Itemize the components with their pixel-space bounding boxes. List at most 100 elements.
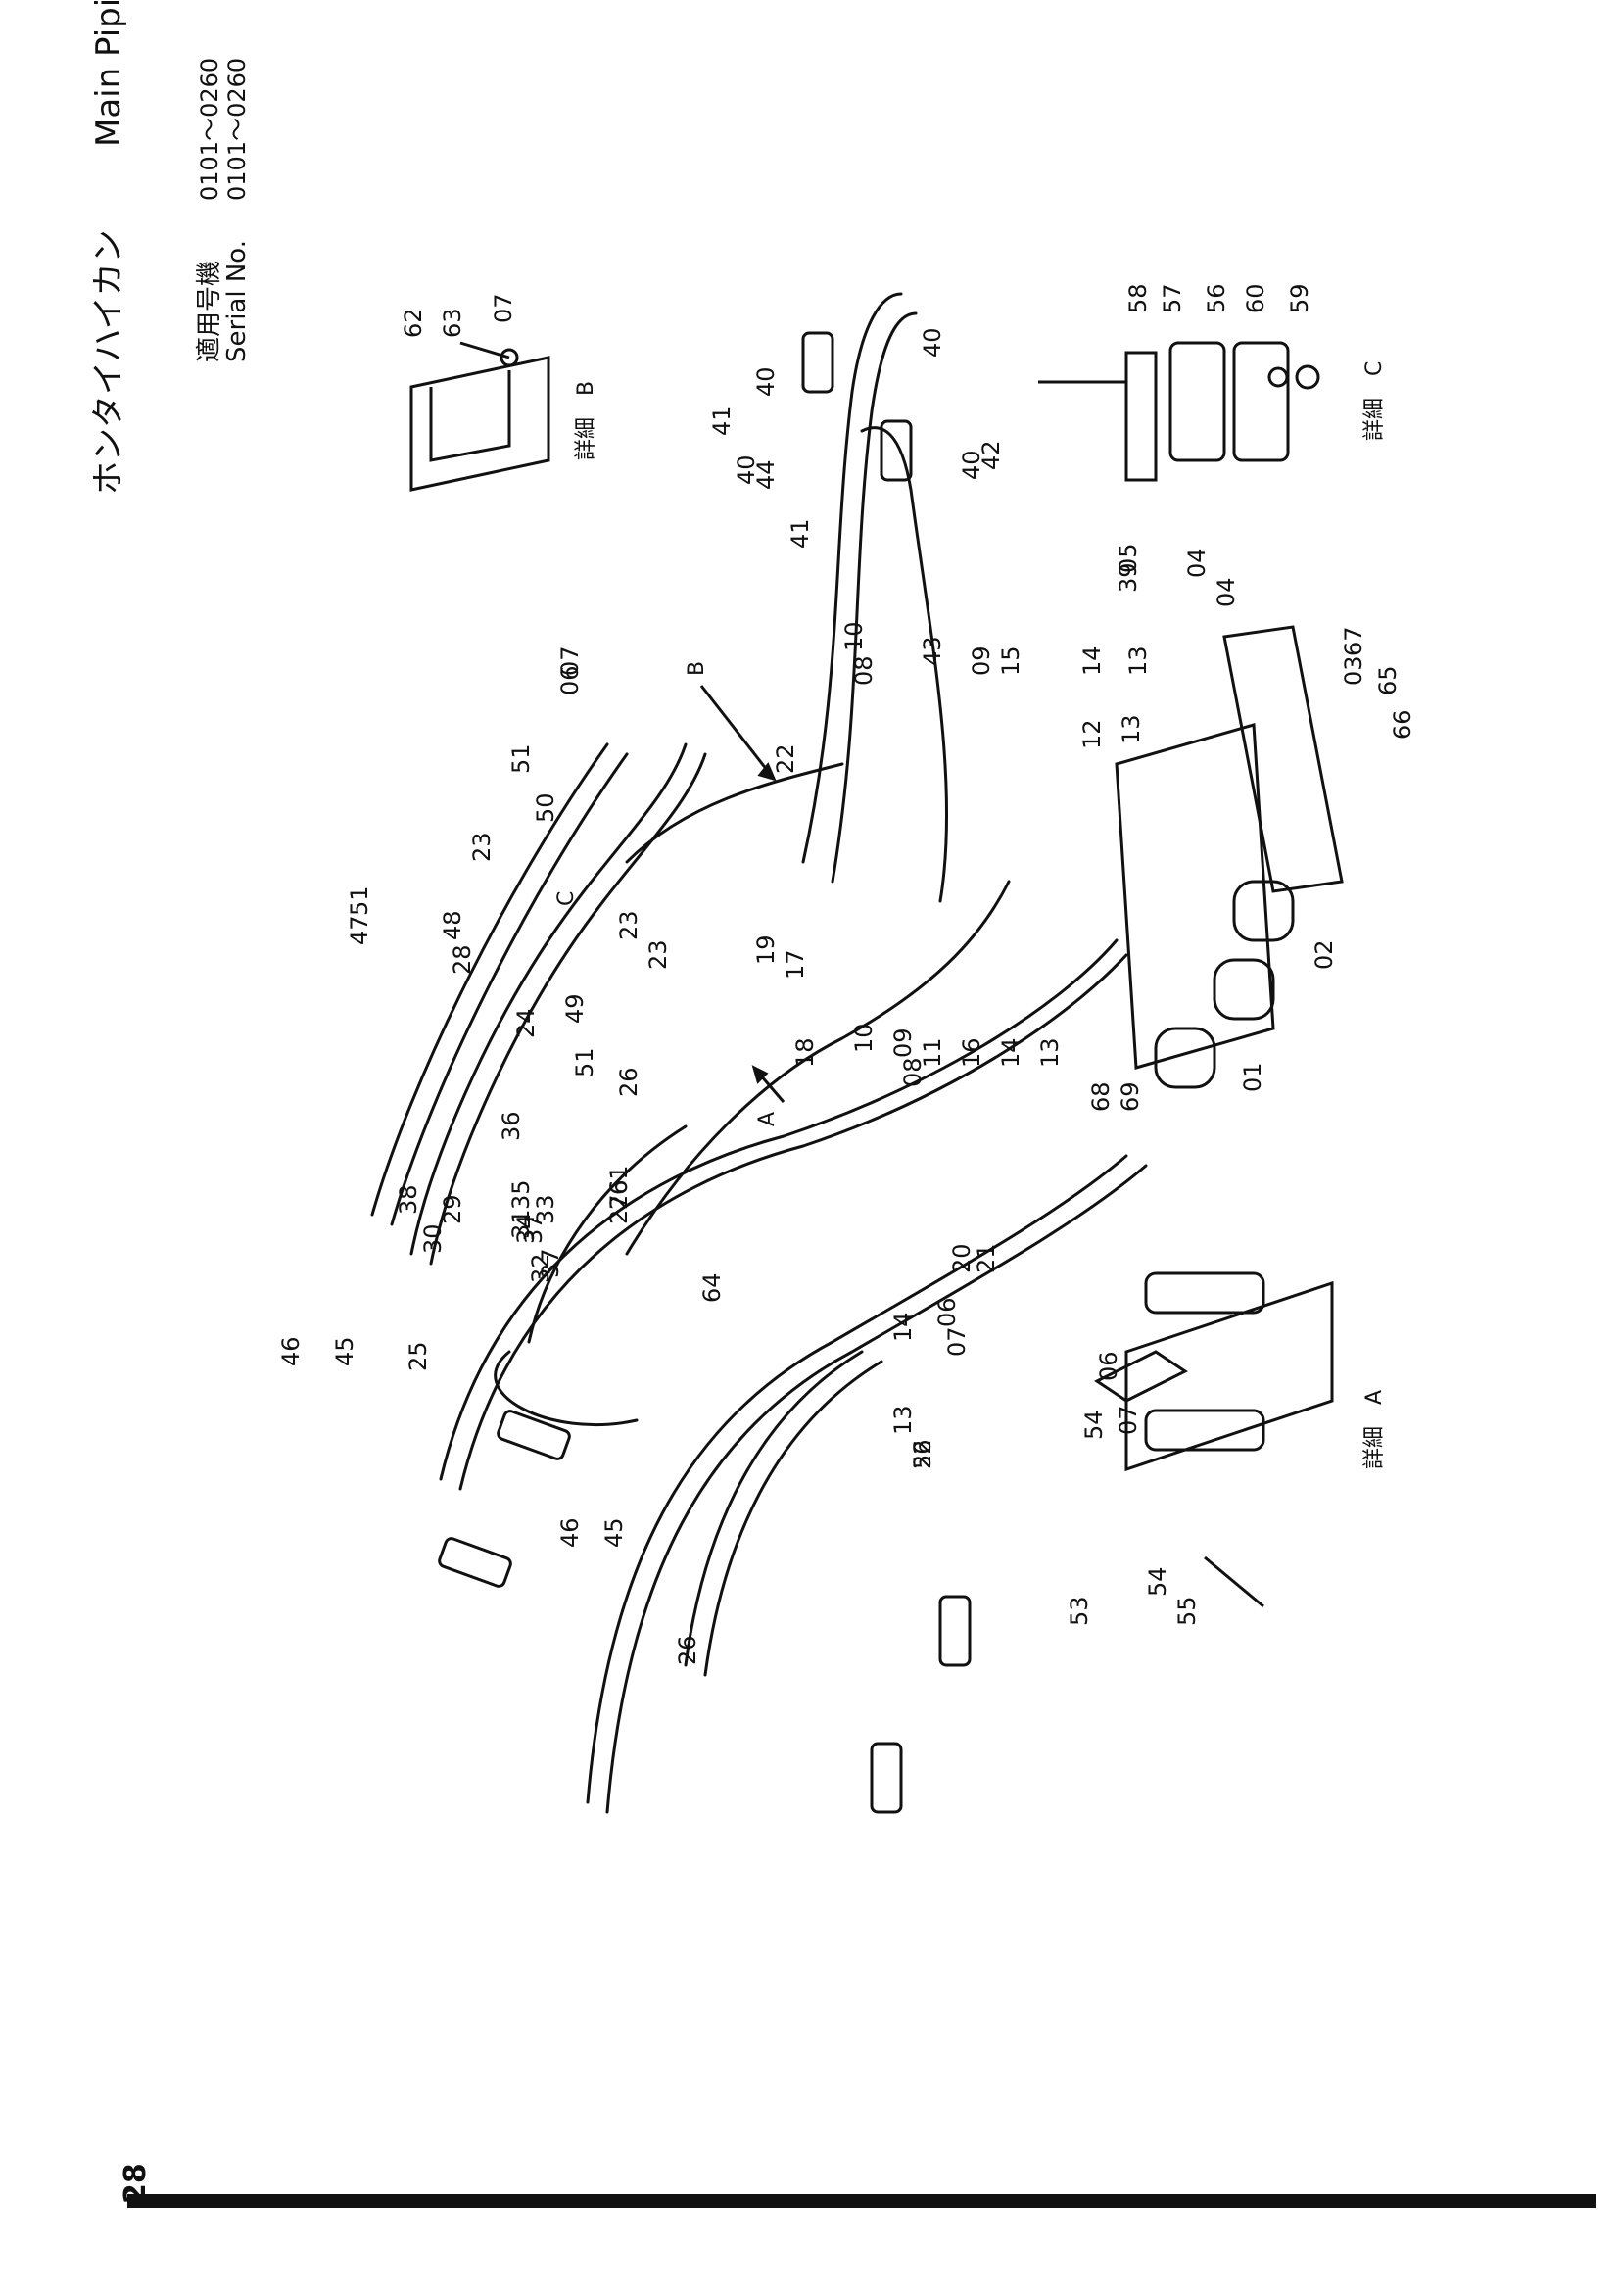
detail-c-label: 詳細 C <box>1362 361 1387 441</box>
callout-label: 58 <box>1124 283 1152 313</box>
arrow-b-line <box>699 685 776 780</box>
callout-label: 01 <box>1239 1062 1266 1092</box>
callout-label: 39 <box>1115 562 1142 593</box>
callout-labels: 01 02 03 04 04 05 06 06 06 07 07 07 07 0… <box>277 283 1416 1665</box>
callout-label: 40 <box>733 454 760 485</box>
callout-label: 26 <box>605 1179 633 1210</box>
detail-a-clamp-upper <box>1144 1271 1265 1315</box>
title-jp: ホンタイハイカン <box>89 229 128 495</box>
callout-label: 65 <box>1374 665 1402 695</box>
callout-label: 43 <box>919 636 946 666</box>
callout-label: 26 <box>909 1439 936 1469</box>
hose-7 <box>625 880 1011 1256</box>
callout-label: 14 <box>997 1037 1024 1068</box>
callout-label: 09 <box>968 646 995 676</box>
valve-bracket-03 <box>1222 625 1344 893</box>
callout-label: 47 <box>346 915 373 945</box>
callout-label: 51 <box>346 885 373 916</box>
hose-8 <box>527 1124 688 1344</box>
callout-label: 69 <box>1117 1081 1144 1112</box>
serial-range-1: 0101～0260 <box>196 58 223 201</box>
callout-label: 60 <box>1242 283 1269 313</box>
callout-label: 10 <box>850 1023 878 1053</box>
callout-label: 42 <box>977 440 1005 470</box>
callout-label: 68 <box>1087 1081 1115 1112</box>
serial-label-jp: 適用号機 <box>195 261 224 362</box>
detail-b-post <box>429 370 511 462</box>
callout-label: 40 <box>958 450 985 480</box>
callout-label: 41 <box>708 406 736 436</box>
callout-label: 08 <box>850 655 878 686</box>
callout-label: 67 <box>1340 626 1367 656</box>
fitting-bottom-2 <box>938 1595 972 1667</box>
callout-label: 04 <box>1183 548 1211 578</box>
hose-10 <box>831 311 918 884</box>
bottom-rule <box>127 2194 1596 2208</box>
detail-a-plate-54 <box>1094 1350 1188 1403</box>
control-valve-assembly <box>1115 625 1344 1089</box>
callout-label: 63 <box>439 308 466 338</box>
callout-label: 34 <box>512 1214 540 1244</box>
detail-c-nut-59 <box>1295 364 1320 390</box>
callout-label: 40 <box>752 366 780 397</box>
hose-4 <box>605 1164 1148 1814</box>
callout-label: 46 <box>277 1336 305 1366</box>
fitting-left-2 <box>497 1410 571 1460</box>
callout-label: 05 <box>1115 543 1142 573</box>
callout-label: 10 <box>840 621 868 651</box>
callout-label: 55 <box>1173 1596 1201 1626</box>
fitting-top-2 <box>880 419 913 482</box>
callout-label: 13 <box>1036 1037 1064 1068</box>
callout-label: 30 <box>419 1223 447 1254</box>
hose-2 <box>458 953 1128 1491</box>
callout-label: 13 <box>1124 646 1152 676</box>
callout-label: 32 <box>527 1253 554 1283</box>
pipe-24-25-b <box>429 752 707 1266</box>
valve-spool-01 <box>1154 1027 1216 1089</box>
callout-label: 28 <box>449 944 476 975</box>
hose-fittings <box>438 331 972 1814</box>
callout-label: 02 <box>1310 939 1338 970</box>
callout-label: 62 <box>400 308 427 338</box>
callout-label: 11 <box>919 1037 946 1068</box>
hose-5 <box>684 1350 864 1667</box>
detail-b-bracket <box>409 356 550 492</box>
pipe-23 <box>625 762 844 864</box>
callout-label: 37 <box>537 1248 564 1278</box>
callout-label: 06 <box>556 665 584 695</box>
detail-c-plate-57 <box>1124 351 1158 482</box>
valve-spool-03 <box>1213 958 1275 1021</box>
fitting-bottom-1 <box>870 1742 903 1814</box>
hose-bundle <box>370 292 1148 1814</box>
callout-label: 17 <box>782 949 809 980</box>
callout-label: 36 <box>498 1111 525 1141</box>
callout-label: 40 <box>919 327 946 358</box>
callout-label: 66 <box>1389 709 1416 740</box>
callout-label: 31 <box>507 1209 535 1239</box>
pipe-30-31-b <box>390 752 629 1226</box>
detail-c-drawing <box>1038 341 1320 482</box>
callout-label: 61 <box>605 1165 633 1195</box>
arrow-a-head <box>751 1065 769 1084</box>
callout-label: 48 <box>439 910 466 940</box>
callout-label: 12 <box>1078 719 1106 749</box>
callout-label: 26 <box>674 1635 701 1665</box>
hose-6 <box>703 1360 883 1677</box>
hose-9 <box>801 292 903 864</box>
callout-label: 04 <box>1213 577 1240 607</box>
callout-label: 54 <box>1080 1410 1108 1440</box>
callout-label: 07 <box>556 646 584 676</box>
hose-1 <box>439 938 1119 1481</box>
callout-label: 16 <box>958 1037 985 1068</box>
callout-label: 52 <box>909 1439 936 1469</box>
serial-label-en: Serial No. <box>222 240 252 362</box>
callout-label: 57 <box>1159 283 1186 313</box>
callout-label: 18 <box>791 1037 819 1068</box>
detail-a-drawing <box>1094 1271 1334 1608</box>
callout-label: 20 <box>948 1243 976 1273</box>
valve-body <box>1115 723 1275 1070</box>
detail-a-bolt-55 <box>1204 1555 1264 1608</box>
callout-label: 14 <box>889 1312 917 1342</box>
callout-label: 24 <box>512 1008 540 1038</box>
